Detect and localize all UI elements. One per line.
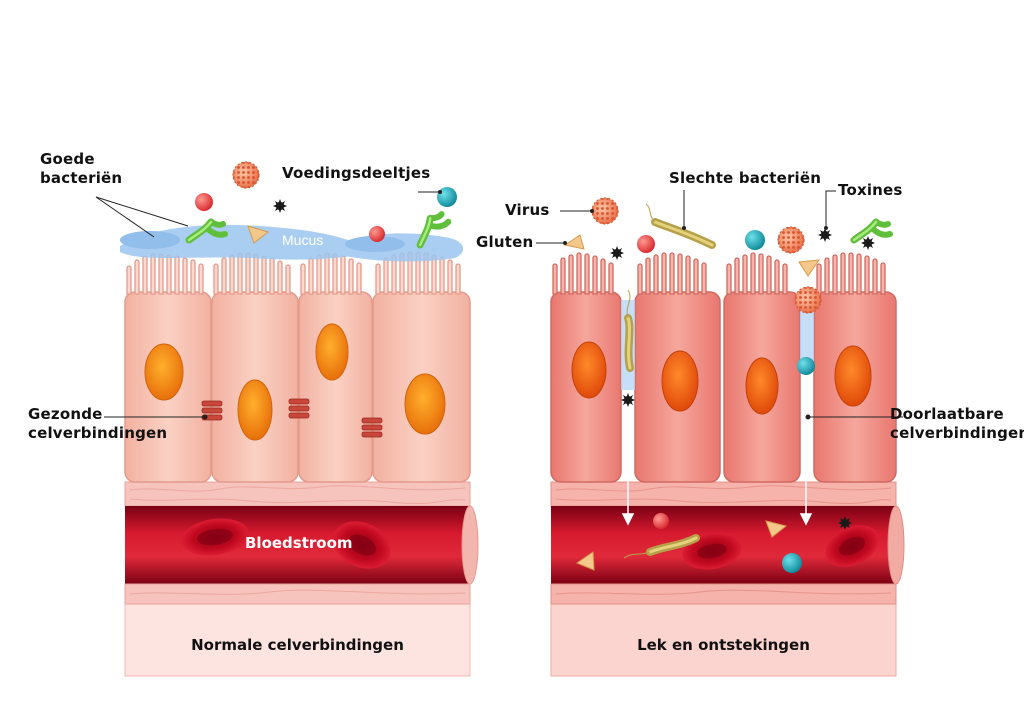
red-blood-cell (333, 521, 391, 569)
good-bacteria-label: Goede bacteriën (40, 150, 122, 188)
left-tissue-band-bottom (124, 583, 471, 605)
virus-particle (794, 286, 822, 314)
bad-bacteria-label: Slechte bacteriën (669, 169, 822, 187)
leader-lines (536, 190, 903, 420)
gluten-particle (765, 520, 788, 538)
mucus-label: Mucus (282, 232, 324, 248)
healthy-junctions-label-line2: celverbindingen (28, 424, 168, 442)
virus-label: Virus (505, 201, 550, 219)
caption-leaky: Lek en ontstekingen (637, 636, 810, 654)
red-blood-cell (825, 525, 879, 567)
healthy-junctions-label: Gezonde celverbindingen (28, 405, 167, 443)
permeable-junctions-label-line1: Doorlaatbare (890, 405, 1004, 423)
toxin-particle (861, 236, 875, 250)
red-blood-cell (181, 518, 249, 556)
left-base-tissue (124, 603, 471, 677)
food-particle-blue (782, 553, 802, 573)
caption-normal: Normale celverbindingen (191, 636, 404, 654)
toxin-particle (273, 199, 287, 213)
food-particle-red (195, 193, 213, 211)
bad-bacteria-in-blood (623, 534, 700, 559)
virus-particle (591, 197, 619, 225)
bad-bacteria-in-gap (624, 289, 634, 372)
toxin-particle (818, 228, 832, 242)
good-bacteria-label-line2: bacteriën (40, 169, 123, 187)
right-tissue-band-bottom (550, 583, 897, 605)
toxin-particle (838, 516, 852, 530)
bloodstream-label: Bloedstroom (245, 534, 353, 552)
toxin-particle (621, 393, 635, 407)
left-panel (95, 161, 479, 677)
food-particle-blue (745, 230, 765, 250)
food-particle-blue (797, 357, 815, 375)
bad-bacteria (645, 203, 716, 249)
right-base-tissue (550, 603, 897, 677)
good-bacteria (854, 222, 890, 240)
leaky-gap (800, 300, 814, 370)
right-microvilli (552, 252, 886, 295)
healthy-junctions-label-line1: Gezonde (28, 405, 103, 423)
gluten-particle (247, 225, 270, 244)
right-panel (536, 190, 905, 677)
food-particle-red (637, 235, 655, 253)
cell-nucleus (144, 323, 446, 441)
food-particle-red (369, 226, 385, 242)
leak-arrow (621, 378, 813, 526)
toxin-particle (610, 246, 624, 260)
gluten-particle (798, 259, 821, 277)
virus-particle (232, 161, 260, 189)
leader-lines (95, 190, 442, 420)
gluten-particle (575, 551, 595, 571)
mucus-layer (120, 224, 464, 262)
virus-particle (777, 226, 805, 254)
gluten-label: Gluten (476, 233, 534, 251)
gluten-particle (563, 234, 585, 250)
permeable-junctions-label-line2: celverbindingen (890, 424, 1024, 442)
food-particles-label: Voedingsdeeltjes (282, 164, 431, 182)
toxins-label: Toxines (838, 181, 903, 199)
food-particle-red (653, 513, 669, 529)
good-bacteria-label-line1: Goede (40, 150, 95, 168)
cell-nucleus (571, 341, 872, 415)
permeable-junctions-label: Doorlaatbare celverbindingen (890, 405, 1024, 443)
